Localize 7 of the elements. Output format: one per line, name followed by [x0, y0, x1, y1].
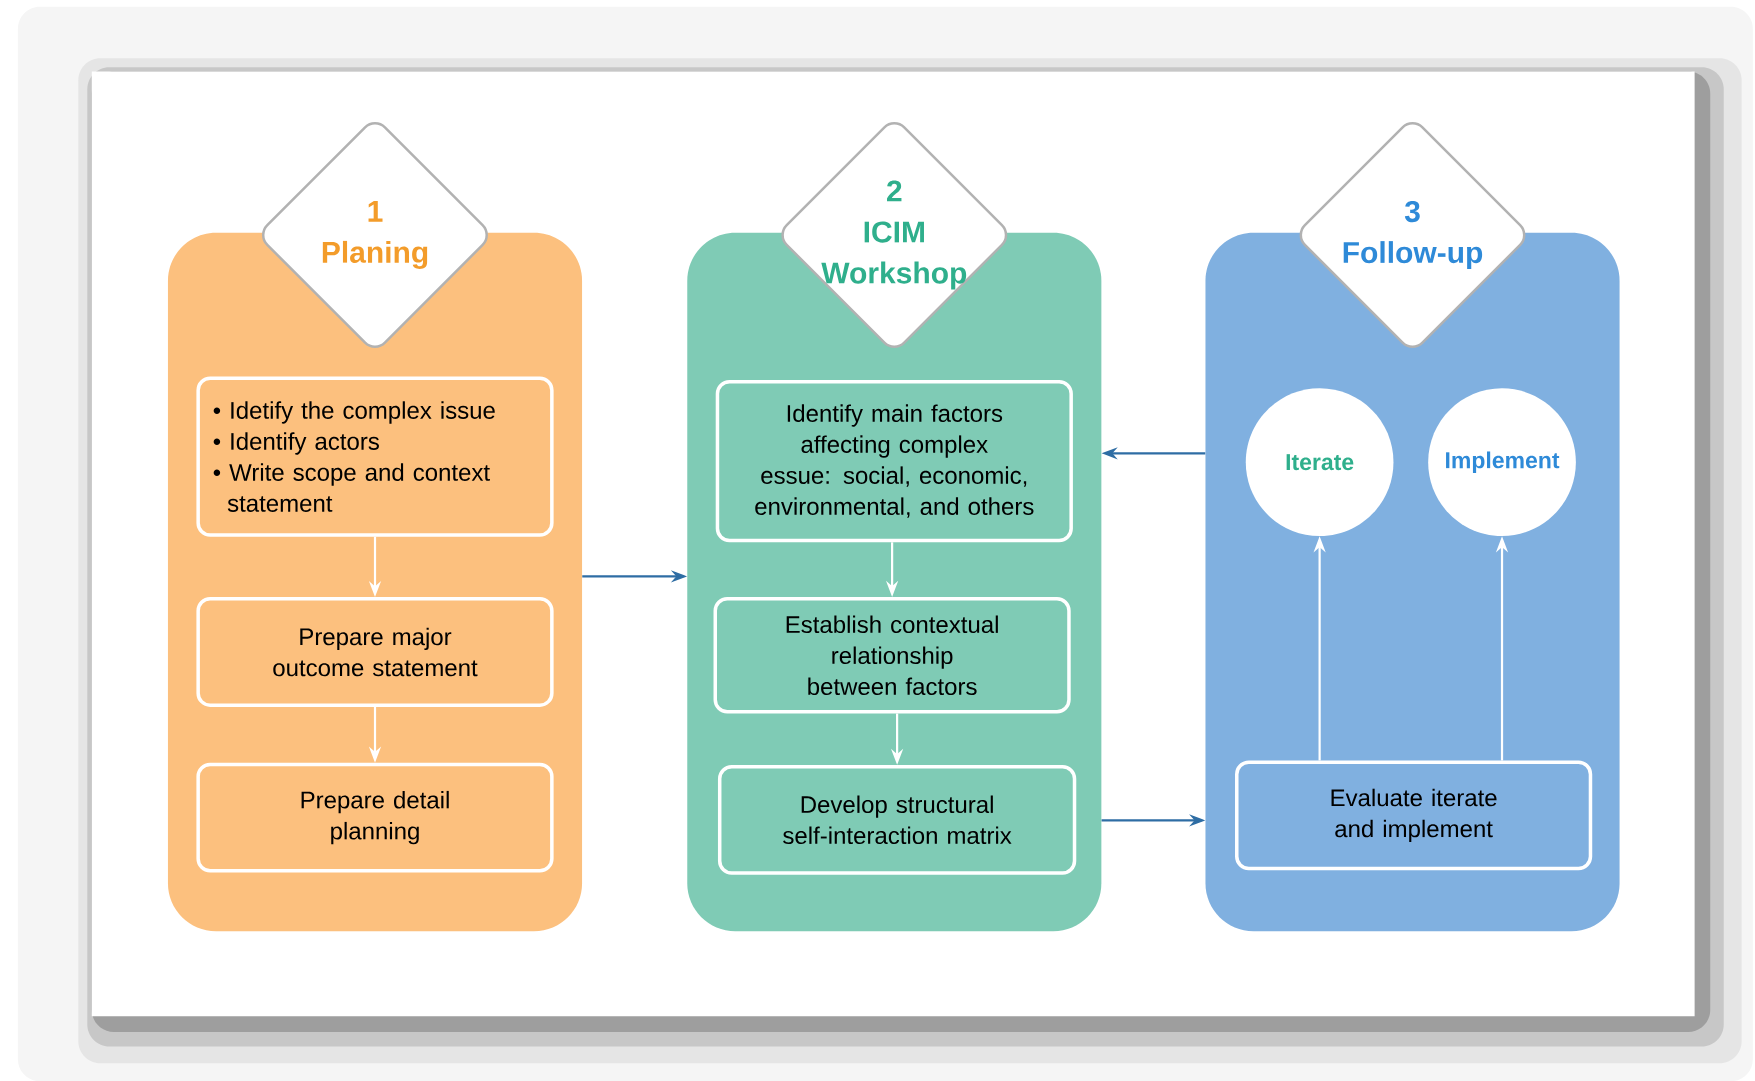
- process-box: Evaluate iterate and implement: [1235, 760, 1593, 871]
- process-box: Prepare detail planning: [196, 762, 554, 873]
- process-box: Identify main factors affecting complex essue: social, economic, environmental, and others: [715, 379, 1073, 543]
- process-box: Prepare major outcome statement: [196, 597, 554, 707]
- process-box: Establish contextual relationship between factors: [713, 597, 1071, 714]
- process-box: Develop structural self-interaction matrix: [717, 764, 1077, 875]
- process-box: • Idetify the complex issue • Identify actors • Write scope and context statement: [196, 376, 554, 537]
